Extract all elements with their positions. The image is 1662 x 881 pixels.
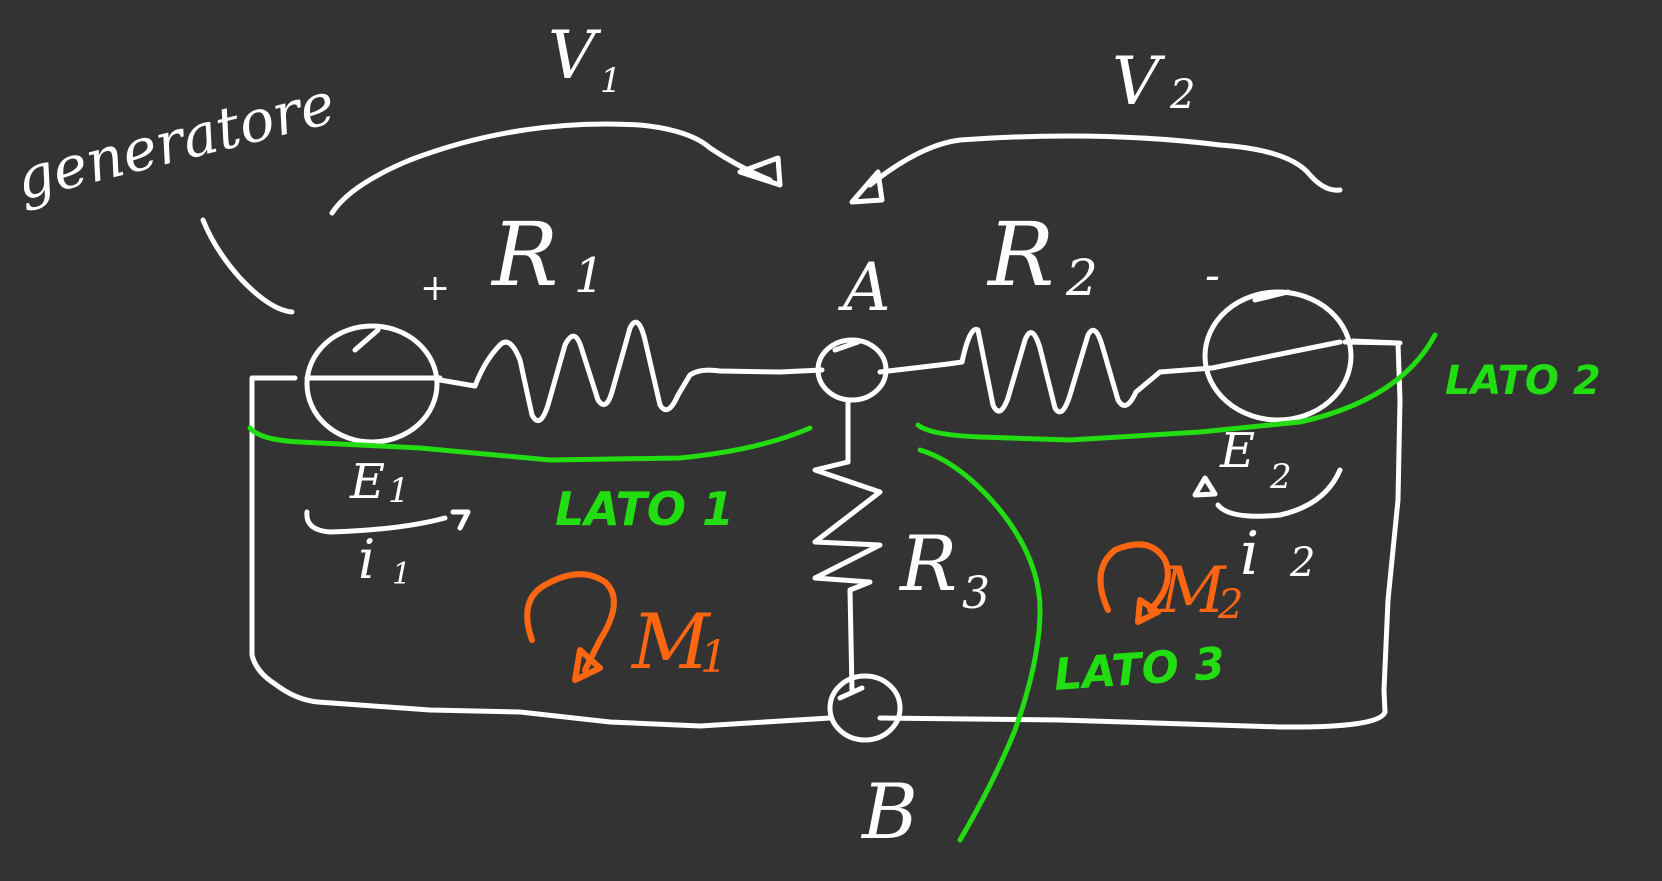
r1-to-node-a-wire <box>687 367 825 378</box>
node-b-tick <box>837 685 865 701</box>
generator-e2-line <box>1209 339 1343 371</box>
mesh-m1-arrowhead <box>572 647 603 683</box>
v2-arrow <box>867 133 1343 193</box>
label-mesh-m1: M <box>630 597 712 686</box>
generator-note: generatore <box>9 69 341 214</box>
i2-arrowhead <box>1192 475 1218 498</box>
label-lato2: LATO 2 <box>1445 358 1601 404</box>
lato3-curve <box>917 447 1043 843</box>
label-i1: i <box>358 528 375 591</box>
v2-arrowhead <box>849 169 885 205</box>
generator-e2-tick <box>1252 289 1291 303</box>
label-minus-sign: - <box>1205 250 1220 301</box>
i2-arrow <box>1215 467 1343 519</box>
r2-to-e2-wire <box>1157 365 1215 375</box>
label-e1-sub: 1 <box>388 471 410 511</box>
e2-right-wire <box>1342 339 1403 346</box>
node-a-to-r2-wire <box>877 359 965 375</box>
label-v2-sub: 2 <box>1169 72 1195 118</box>
lato2-curve <box>915 332 1438 443</box>
lato1-curve <box>247 425 813 463</box>
resistor-r3-symbol <box>812 459 883 693</box>
label-plus-sign: + <box>420 268 450 309</box>
mesh-m1-arrow <box>524 571 617 673</box>
label-lato3: LATO 3 <box>1052 638 1226 701</box>
resistor-r1-symbol <box>472 319 693 424</box>
label-e2: E <box>1219 423 1255 479</box>
node-b-symbol <box>827 673 903 743</box>
node-a-tick <box>832 339 861 353</box>
mesh-m2-arrowhead <box>1135 597 1161 625</box>
resistor-r2-symbol <box>959 327 1163 415</box>
label-node-b: B <box>860 767 918 856</box>
label-v2: V <box>1112 43 1166 120</box>
label-r1: R <box>490 203 558 306</box>
label-mesh-m2-sub: 2 <box>1217 582 1243 628</box>
label-r1-sub: 1 <box>574 248 605 304</box>
label-node-a: A <box>837 249 891 326</box>
label-v1: V <box>548 17 602 94</box>
generator-e1-tick <box>352 327 381 353</box>
label-r3: R <box>898 519 957 608</box>
label-i1-sub: 1 <box>392 557 411 592</box>
label-v1-sub: 1 <box>600 61 622 101</box>
node-a-symbol <box>815 337 889 403</box>
label-r2: R <box>986 203 1054 306</box>
left-wire <box>249 375 833 729</box>
label-i2-sub: 2 <box>1289 540 1315 586</box>
label-e2-sub: 2 <box>1269 457 1292 497</box>
bottom-right-wire <box>877 338 1403 730</box>
v1-arrow <box>329 121 773 216</box>
e1-to-r1-wire <box>437 377 478 389</box>
generator-e1-symbol <box>304 323 440 445</box>
label-mesh-m1-sub: 1 <box>700 632 728 683</box>
v1-arrowhead <box>737 155 783 188</box>
i1-arrowhead <box>450 509 471 531</box>
label-r3-sub: 3 <box>962 568 990 619</box>
label-lato1: LATO 1 <box>555 482 734 536</box>
label-e1: E <box>349 454 385 510</box>
label-mesh-m2: M <box>1159 554 1227 628</box>
i1-arrow <box>304 509 448 535</box>
label-i2: i <box>1240 519 1259 589</box>
label-r2-sub: 2 <box>1065 249 1098 307</box>
mesh-m2-arrow <box>1097 541 1171 613</box>
generator-pointer <box>200 217 295 315</box>
